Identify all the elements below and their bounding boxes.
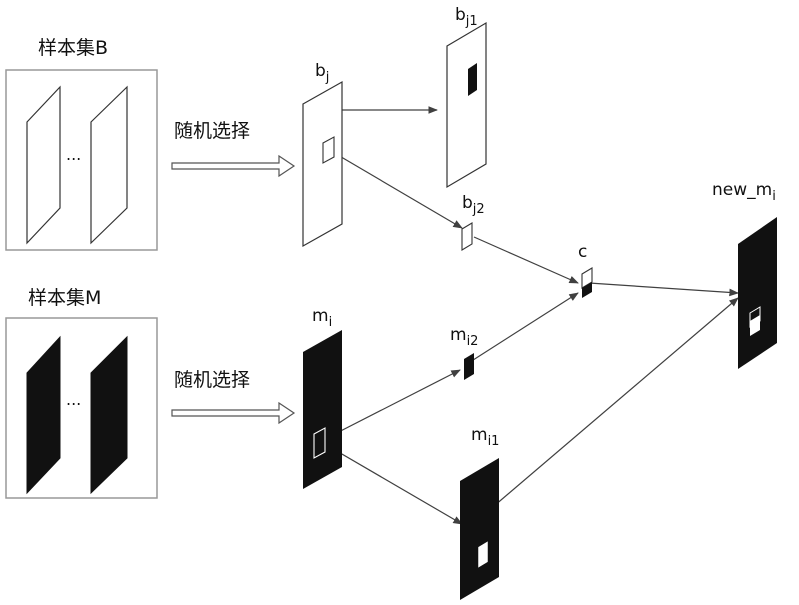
newmi-label: new_mi [712, 180, 776, 204]
bj1-sheet [447, 23, 486, 187]
arrow-mi1-to-newmi [494, 298, 738, 506]
mi-sheet [303, 330, 342, 489]
bj2-label: bj2 [462, 193, 485, 217]
set-b-label: 样本集B [38, 37, 108, 59]
arrow-mi-to-mi1 [323, 443, 462, 524]
set-m-ellipsis: ... [66, 390, 81, 409]
arrow-bj-to-bj2 [331, 151, 462, 228]
arrow-mi2-to-c [470, 293, 578, 362]
arrow-c-to-newmi [589, 283, 738, 293]
random-select-b-arrow [172, 156, 294, 176]
mi1-sheet [460, 458, 499, 600]
mi-label: mi [312, 306, 332, 330]
mi2-patch [464, 353, 474, 380]
bj-label: bj [315, 61, 329, 85]
c-label: c [578, 242, 587, 262]
arrow-bj2-to-c [474, 237, 578, 283]
mi1-label: mi1 [471, 425, 499, 449]
newmi-sheet [738, 217, 777, 369]
bj2-patch [462, 223, 472, 250]
set-m-label: 样本集M [28, 287, 101, 309]
bj1-label: bj1 [455, 5, 478, 29]
random-select-b-label: 随机选择 [174, 120, 250, 142]
random-select-m-arrow [172, 403, 294, 423]
arrow-mi-to-mi2 [323, 370, 460, 440]
set-b-ellipsis: ... [66, 145, 81, 164]
bj-sheet [303, 82, 342, 246]
mi2-label: mi2 [450, 325, 478, 349]
random-select-m-label: 随机选择 [174, 369, 250, 391]
